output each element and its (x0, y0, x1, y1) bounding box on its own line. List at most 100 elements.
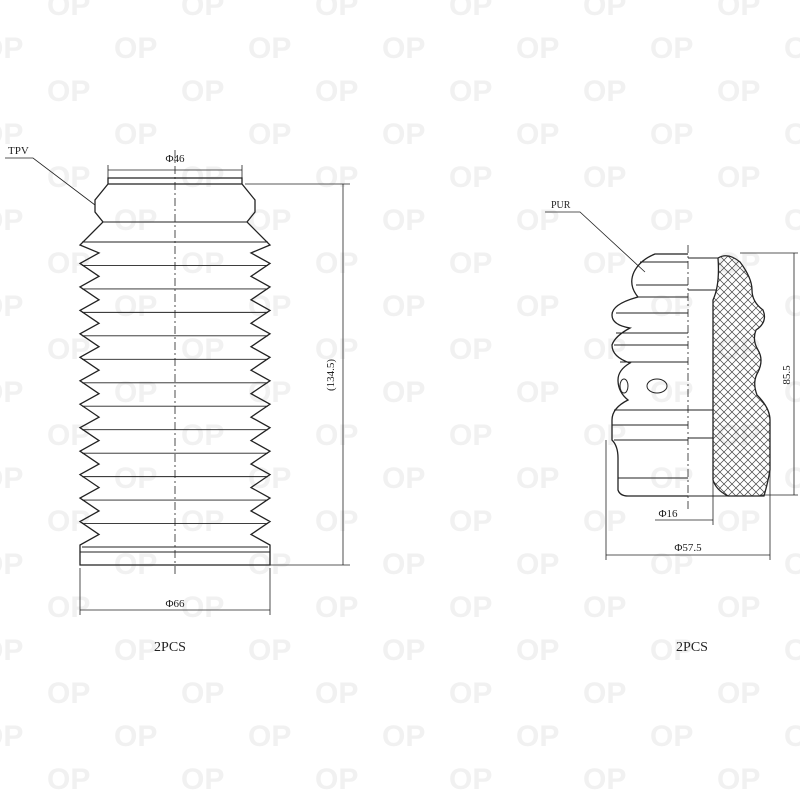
watermark-logo: OP (717, 505, 760, 538)
watermark-logo: OP (650, 462, 693, 495)
watermark-logo: OP (516, 118, 559, 151)
watermark-logo: OP (516, 376, 559, 409)
watermark-logo: OP (449, 161, 492, 194)
watermark-logo: OP (0, 720, 23, 753)
watermark-logo: OP (449, 677, 492, 710)
watermark-logo: OP (47, 161, 90, 194)
watermark-logo: OP (449, 333, 492, 366)
bellows-bottom-diameter: Φ66 (165, 598, 185, 610)
watermark-logo: OP (315, 161, 358, 194)
watermark-logo: OP (717, 763, 760, 796)
watermark-logo: OP (784, 634, 800, 667)
watermark-logo: OP (784, 32, 800, 65)
bump-stop-quantity: 2PCS (676, 640, 708, 655)
watermark-logo: OP (583, 763, 626, 796)
bump-stop-inner-diameter: Φ16 (658, 508, 678, 520)
watermark-logo: OP (47, 505, 90, 538)
watermark-logo: OP (114, 290, 157, 323)
watermark-logo: OP (382, 720, 425, 753)
watermark-logo: OP (449, 763, 492, 796)
watermark-logo: OP (47, 419, 90, 452)
watermark-logo: OP (650, 634, 693, 667)
watermark-logo: OP (315, 505, 358, 538)
watermark-logo: OP (47, 247, 90, 280)
watermark-logo: OP (315, 247, 358, 280)
watermark-logo: OP (382, 290, 425, 323)
watermark-logo: OP (516, 462, 559, 495)
bellows-quantity: 2PCS (154, 640, 186, 655)
watermark-logo: OP (516, 634, 559, 667)
watermark-logo: OP (516, 204, 559, 237)
watermark-logo: OP (650, 720, 693, 753)
watermark-logo: OP (315, 0, 358, 22)
bump-stop-section-hatch (712, 255, 771, 497)
watermark-logo: OP (516, 290, 559, 323)
watermark-logo: OP (315, 333, 358, 366)
watermark-logo: OP (717, 677, 760, 710)
watermark-logo: OP (583, 75, 626, 108)
watermark-logo: OP (114, 462, 157, 495)
watermark-logo: OP (583, 677, 626, 710)
watermark-logo: OP (47, 333, 90, 366)
watermark-logo: OP (181, 591, 224, 624)
bump-stop-outer-diameter: Φ57.5 (674, 542, 702, 554)
watermark-logo: OP (248, 634, 291, 667)
watermark-logo: OP (650, 118, 693, 151)
watermark-logo: OP (248, 290, 291, 323)
watermark-logo: OP (583, 0, 626, 22)
bump-stop-vent-hole (646, 378, 668, 394)
watermark-logo: OP (784, 548, 800, 581)
watermark-logo: OP (516, 32, 559, 65)
watermark-logo: OP (449, 247, 492, 280)
watermark-logo: OP (181, 763, 224, 796)
watermark-logo: OP (382, 462, 425, 495)
watermark-logo: OP (650, 548, 693, 581)
watermark-logo: OP (114, 204, 157, 237)
watermark-logo: OP (449, 75, 492, 108)
watermark-logo: OP (382, 32, 425, 65)
bump-stop-horizontal-lines (612, 257, 728, 497)
watermark-logo: OP (784, 204, 800, 237)
watermark-logo: OP (382, 376, 425, 409)
watermark-logo: OP (516, 720, 559, 753)
watermark-logo: OP (650, 290, 693, 323)
watermark-logo: OP (181, 0, 224, 22)
bump-stop-material-label: PUR (551, 200, 571, 211)
watermark-logo: OP (0, 548, 23, 581)
tpv-leader (5, 157, 96, 206)
watermark-logo: OP (717, 75, 760, 108)
watermark-logo: OP (114, 118, 157, 151)
watermark-logo: OP (583, 591, 626, 624)
watermark-logo: OP (47, 75, 90, 108)
watermark-logo: OP (717, 591, 760, 624)
watermark-logo: OP (583, 161, 626, 194)
watermark-logo: OP (181, 505, 224, 538)
watermark-logo: OP (0, 32, 23, 65)
watermark-logo: OP (784, 720, 800, 753)
watermark-logo: OP (114, 32, 157, 65)
watermark-logo: OP (0, 376, 23, 409)
watermark-logo: OP (382, 634, 425, 667)
watermark-logo: OP (717, 0, 760, 22)
watermark-logo: OP (516, 548, 559, 581)
watermark-logo: OP (248, 720, 291, 753)
bump-stop-vent-hole (619, 378, 629, 394)
watermark-logo: OP (382, 204, 425, 237)
watermark-logo: OP (449, 591, 492, 624)
bellows-height: (134.5) (325, 359, 337, 391)
watermark-logo: OP (583, 247, 626, 280)
watermark-logo: OP (0, 118, 23, 151)
watermark-logo: OP (784, 118, 800, 151)
watermark-logo: OP (181, 75, 224, 108)
watermark-logo: OP (449, 0, 492, 22)
watermark-logo: OP (650, 32, 693, 65)
watermark-logo: OP (0, 290, 23, 323)
bellows-top-diameter: Φ46 (165, 153, 185, 165)
watermark-logo: OP (449, 505, 492, 538)
watermark-logo: OP (47, 677, 90, 710)
watermark-logo: OP (47, 763, 90, 796)
watermark-logo: OP (114, 720, 157, 753)
pur-leader (545, 211, 646, 273)
bellows-drawing (5, 150, 350, 615)
